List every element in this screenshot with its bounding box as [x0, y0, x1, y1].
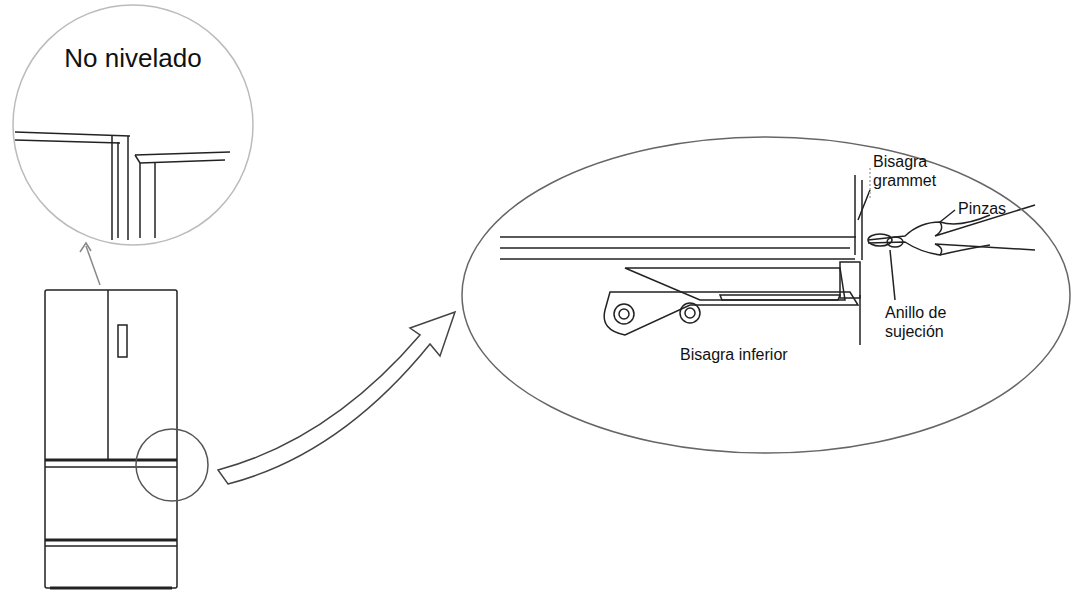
- part-label: Pinzas: [958, 199, 1038, 218]
- unlevel-doors: [15, 132, 230, 240]
- hinge-detail: [500, 168, 1035, 345]
- part-label: Bisagra inferior: [680, 345, 840, 364]
- detail-circle: [136, 429, 208, 501]
- detail-ellipse: Bisagra grammetPinzasAnillo de sujeciónB…: [460, 135, 1072, 455]
- fridge-body: [45, 290, 177, 588]
- callout-title: No nivelado: [11, 43, 255, 74]
- callout-circle: No nivelado: [11, 3, 255, 247]
- curved-arrow: [218, 312, 455, 484]
- door-handle: [118, 325, 127, 357]
- part-label: Anillo de sujeción: [885, 303, 985, 341]
- part-label: Bisagra grammet: [873, 152, 953, 190]
- callout-circle-outline: [11, 3, 255, 247]
- detail-ellipse-outline: [460, 135, 1072, 455]
